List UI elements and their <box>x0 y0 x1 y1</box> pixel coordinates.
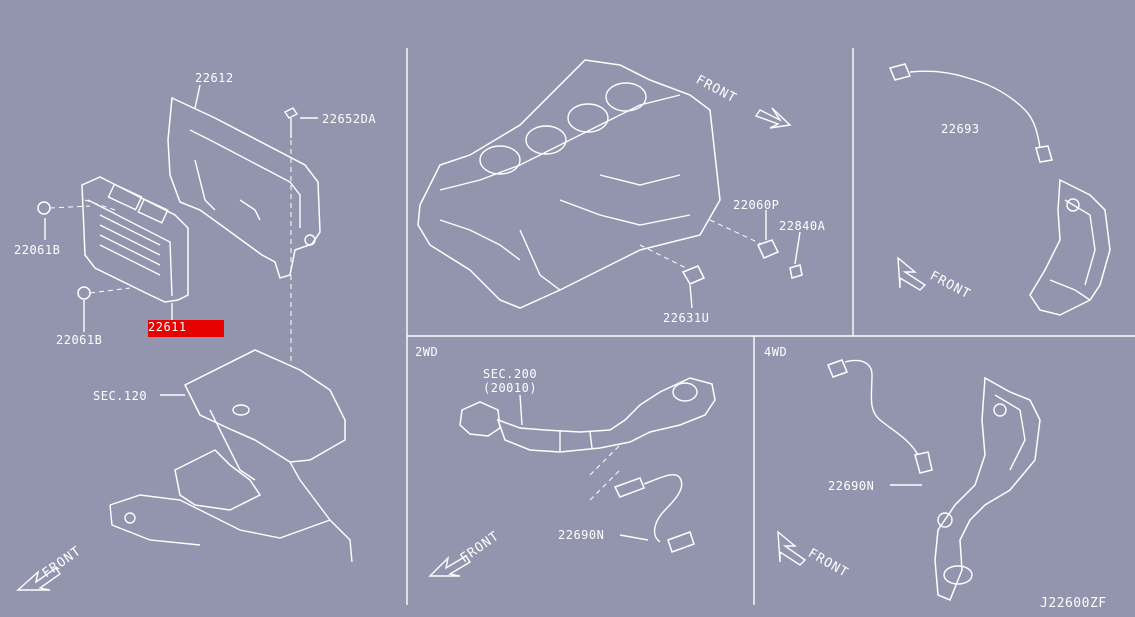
knock-sensor-22060p <box>756 239 780 259</box>
bolt-22840a <box>789 264 803 279</box>
label-22611-text: 22611 <box>148 320 187 334</box>
diagram-code: J22600ZF <box>1040 596 1107 611</box>
label-22690n-2wd[interactable]: 22690N <box>558 528 605 542</box>
sec120-mount <box>109 349 353 563</box>
label-22690n-4wd[interactable]: 22690N <box>828 479 875 493</box>
front-arrow-left <box>16 567 61 591</box>
label-22061b-top[interactable]: 22061B <box>14 243 61 257</box>
label-sec120[interactable]: SEC.120 <box>93 389 148 403</box>
front-arrow-right <box>897 256 927 291</box>
ecm-bracket-22612 <box>167 96 321 279</box>
o2-sensor-2wd <box>613 474 695 553</box>
front-arrow-4wd <box>777 530 807 566</box>
label-22060p[interactable]: 22060P <box>733 198 780 212</box>
ecm-22611 <box>81 176 189 303</box>
label-22611-highlighted[interactable]: 22611 <box>148 320 224 337</box>
label-22840a[interactable]: 22840A <box>779 219 826 233</box>
o2-sensor-22693 <box>888 63 1053 163</box>
label-22061b-bottom[interactable]: 22061B <box>56 333 103 347</box>
label-22652da[interactable]: 22652DA <box>322 112 377 126</box>
exhaust-manifold-top <box>1029 178 1111 316</box>
cylinder-block <box>417 59 721 309</box>
o2-sensor-4wd <box>827 359 933 474</box>
front-tube-2wd <box>459 377 716 453</box>
label-sec200-sub: (20010) <box>483 381 538 395</box>
front-arrow-2wd <box>428 555 471 577</box>
exhaust-manifold-4wd <box>934 376 1041 601</box>
label-22693[interactable]: 22693 <box>941 122 980 136</box>
panel-label-4wd: 4WD <box>764 345 788 359</box>
panel-label-2wd: 2WD <box>415 345 439 359</box>
label-sec200[interactable]: SEC.200 <box>483 367 538 381</box>
label-22612[interactable]: 22612 <box>195 71 234 85</box>
front-arrow-center <box>754 107 792 129</box>
label-22631u[interactable]: 22631U <box>663 311 710 325</box>
sensor-22631u <box>681 265 706 285</box>
